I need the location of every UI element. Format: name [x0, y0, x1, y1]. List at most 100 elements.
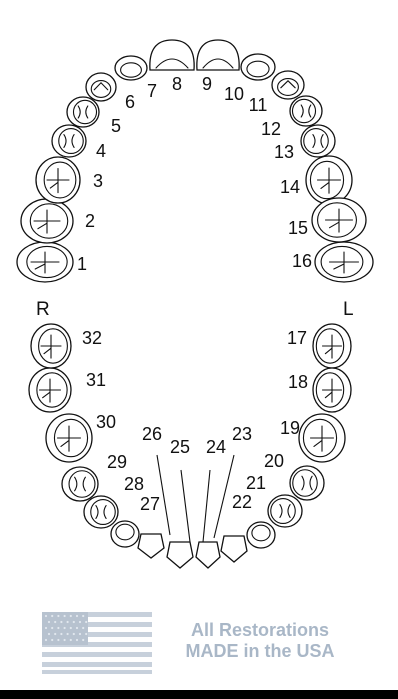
tooth-25[interactable] [167, 542, 193, 568]
tooth-number-19: 19 [280, 418, 300, 438]
flag-star [85, 633, 87, 635]
tooth-number-32: 32 [82, 328, 102, 348]
tooth-number-11: 11 [249, 95, 268, 115]
tooth-outline [62, 467, 98, 501]
tooth-2[interactable] [21, 199, 73, 243]
tooth-8[interactable] [150, 40, 194, 70]
tooth-15[interactable] [312, 198, 366, 242]
tooth-16[interactable] [315, 242, 373, 282]
us-flag-icon [42, 612, 152, 674]
tooth-number-23: 23 [232, 424, 252, 444]
tooth-number-8: 8 [172, 74, 182, 94]
badge-line-2: MADE in the USA [160, 641, 360, 662]
tooth-17[interactable] [313, 324, 351, 368]
flag-star [82, 639, 84, 641]
tooth-outline [167, 542, 193, 568]
tooth-12[interactable] [290, 96, 322, 126]
tooth-number-17: 17 [287, 328, 307, 348]
tooth-3[interactable] [36, 157, 80, 203]
flag-star [79, 621, 81, 623]
tooth-outline [268, 495, 302, 527]
flag-star [57, 627, 59, 629]
tooth-23[interactable] [221, 536, 247, 562]
tooth-outline [52, 125, 86, 157]
tooth-number-20: 20 [264, 451, 284, 471]
tooth-number-12: 12 [261, 119, 281, 139]
tooth-26[interactable] [138, 534, 164, 558]
flag-star [51, 627, 53, 629]
side-label-right: R [36, 299, 50, 320]
tooth-outline [150, 40, 194, 70]
flag-star [60, 633, 62, 635]
flag-star [67, 621, 69, 623]
flag-star [76, 627, 78, 629]
tooth-10[interactable] [241, 54, 275, 80]
flag-star [45, 615, 47, 617]
side-label-left: L [343, 299, 354, 320]
flag-star [70, 615, 72, 617]
tooth-number-3: 3 [93, 171, 103, 191]
tooth-19[interactable] [299, 414, 345, 462]
tooth-number-9: 9 [202, 74, 212, 94]
flag-star [60, 621, 62, 623]
tooth-outline [84, 496, 118, 528]
tooth-22[interactable] [247, 522, 275, 548]
tooth-30[interactable] [46, 414, 92, 462]
tooth-20[interactable] [290, 466, 324, 500]
tooth-1[interactable] [17, 242, 73, 282]
flag-star [82, 615, 84, 617]
tooth-27[interactable] [111, 521, 139, 547]
tooth-4[interactable] [52, 125, 86, 157]
tooth-outline [301, 125, 335, 157]
made-in-usa-badge: All Restorations MADE in the USA [42, 612, 362, 674]
tooth-number-26: 26 [142, 424, 162, 444]
tooth-number-10: 10 [224, 84, 244, 104]
tooth-outline [196, 542, 220, 568]
flag-star [79, 633, 81, 635]
tooth-number-5: 5 [111, 116, 121, 136]
tooth-outline [290, 466, 324, 500]
tooth-32[interactable] [31, 324, 71, 368]
flag-star [70, 627, 72, 629]
bottom-rule [0, 690, 398, 699]
flag-star [73, 633, 75, 635]
tooth-29[interactable] [62, 467, 98, 501]
tooth-21[interactable] [268, 495, 302, 527]
tooth-number-2: 2 [85, 211, 95, 231]
flag-star [67, 633, 69, 635]
flag-star [76, 615, 78, 617]
tooth-number-6: 6 [125, 92, 135, 112]
flag-star [57, 639, 59, 641]
tooth-7[interactable] [115, 56, 147, 80]
flag-star [64, 639, 66, 641]
tooth-number-1: 1 [77, 254, 87, 274]
tooth-24[interactable] [196, 542, 220, 568]
tooth-number-15: 15 [288, 218, 308, 238]
tooth-9[interactable] [197, 40, 239, 70]
tooth-outline [86, 73, 116, 101]
leader-line-25 [181, 470, 190, 542]
tooth-6[interactable] [86, 73, 116, 101]
tooth-18[interactable] [313, 368, 351, 412]
tooth-13[interactable] [301, 125, 335, 157]
tooth-5[interactable] [67, 97, 99, 127]
flag-star [76, 639, 78, 641]
flag-star [82, 627, 84, 629]
tooth-outline [272, 71, 304, 99]
teeth-layer [17, 40, 373, 568]
tooth-outline [111, 521, 139, 547]
flag-star [70, 639, 72, 641]
tooth-outline [290, 96, 322, 126]
tooth-14[interactable] [306, 156, 352, 204]
tooth-31[interactable] [29, 368, 71, 412]
tooth-number-29: 29 [107, 452, 127, 472]
leader-line-24 [203, 470, 210, 542]
flag-star [64, 627, 66, 629]
tooth-28[interactable] [84, 496, 118, 528]
tooth-number-7: 7 [147, 81, 157, 101]
tooth-outline [221, 536, 247, 562]
flag-star [54, 633, 56, 635]
tooth-11[interactable] [272, 71, 304, 99]
flag-star [64, 615, 66, 617]
